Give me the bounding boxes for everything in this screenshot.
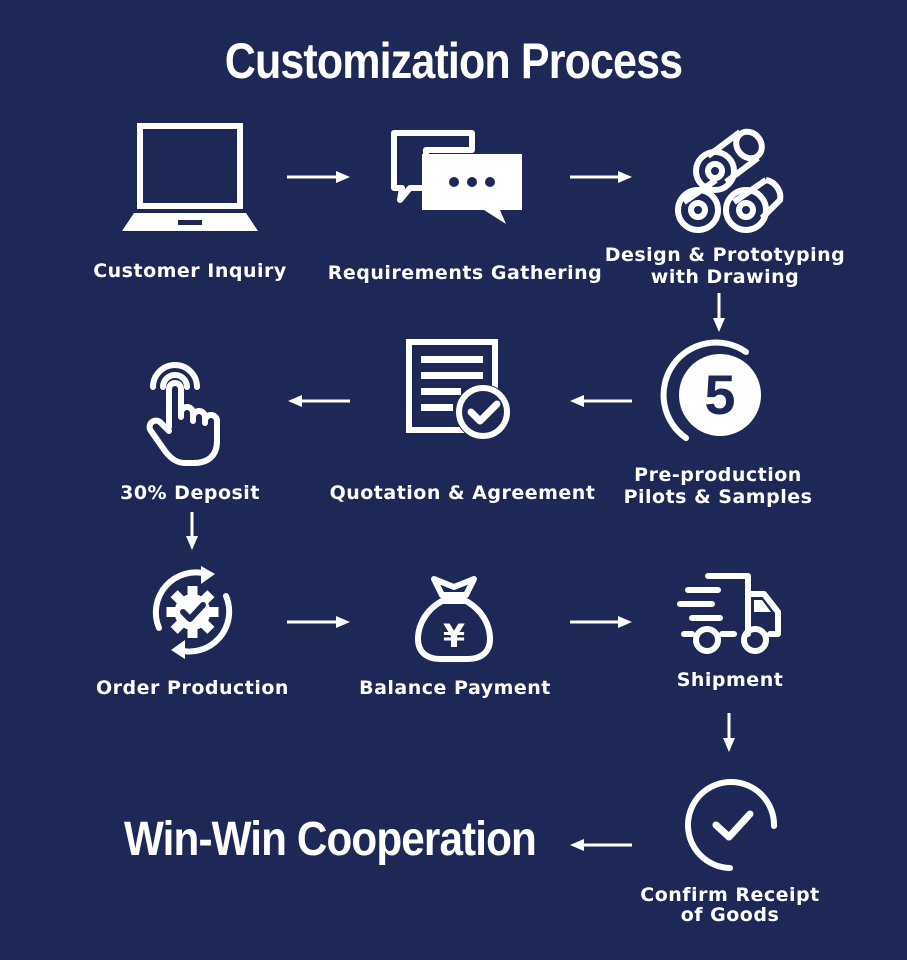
arrow-down-2 [186,512,198,550]
step-label-deposit: 30% Deposit [120,482,260,504]
money-bag-icon: ¥ [414,575,494,663]
arrow-right-3 [287,616,350,628]
final-outcome-title: Win-Win Cooperation [124,813,537,866]
step-label-balance-payment: Balance Payment [359,677,551,699]
pointing-hand-icon [145,362,240,467]
delivery-truck-icon [677,570,782,658]
arrow-left-2 [288,395,350,407]
step-label-quotation-agreement: Quotation & Agreement [329,482,596,504]
step-label-pre-production: Pre-production Pilots & Samples [608,464,828,508]
step-label-confirm-line1: Confirm Receipt [640,884,820,906]
step-label-order-production: Order Production [96,677,289,699]
yen-symbol: ¥ [443,617,465,655]
arrow-down-1 [713,293,725,332]
step-label-confirm-receipt: Confirm Receipt of Goods [620,885,840,925]
step-label-customer-inquiry: Customer Inquiry [93,260,287,282]
step-label-pre-production-line1: Pre-production [634,464,802,486]
laptop-icon [120,123,260,235]
step-label-requirements-gathering: Requirements Gathering [327,262,603,284]
arrow-right-1 [287,171,350,183]
page-title: Customization Process [224,33,683,89]
step-label-shipment: Shipment [676,669,784,691]
check-circle-icon [685,776,780,872]
step-label-design-line2: with Drawing [650,266,800,288]
arrow-right-2 [570,171,632,183]
document-check-icon [405,338,517,448]
arrow-right-4 [570,616,632,628]
gear-cycle-icon [145,562,240,662]
number-five-icon: 5 [660,338,770,450]
step-label-confirm-line2: of Goods [680,904,780,926]
material-rolls-icon [670,122,788,234]
arrow-left-1 [570,395,632,407]
arrow-left-3 [570,839,632,851]
step-label-pre-production-line2: Pilots & Samples [623,486,813,508]
badge-number: 5 [704,363,735,426]
step-label-design-line1: Design & Prototyping [604,244,846,266]
step-label-design-prototyping: Design & Prototyping with Drawing [600,244,850,288]
chat-bubbles-icon [388,130,528,228]
arrow-down-3 [723,713,735,752]
